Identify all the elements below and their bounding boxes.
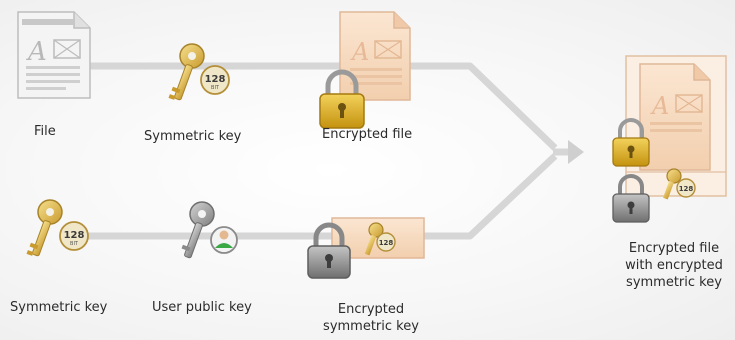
file-icon: A xyxy=(17,11,91,99)
label-result-line2: with encrypted xyxy=(625,258,723,273)
label-encrypted-symmetric-key-line2: symmetric key xyxy=(323,319,419,334)
gray-key-icon xyxy=(181,201,215,259)
svg-text:128: 128 xyxy=(205,74,226,85)
label-encrypted-file: Encrypted file xyxy=(322,127,413,142)
key-badge-bottom: 128 BIT xyxy=(59,221,89,251)
connector-lines xyxy=(70,62,584,240)
label-encrypted-symmetric-key: Encrypted symmetric key xyxy=(316,301,426,335)
encrypted-file-icon: A xyxy=(339,11,411,101)
arrow-icon xyxy=(568,140,584,164)
file-letter: A xyxy=(26,37,47,67)
svg-text:BIT: BIT xyxy=(70,241,79,247)
svg-text:128: 128 xyxy=(679,185,694,193)
svg-text:A: A xyxy=(650,92,669,120)
label-file: File xyxy=(34,124,56,139)
gold-key-icon-bottom xyxy=(26,199,63,257)
label-user-public-key: User public key xyxy=(152,300,252,315)
label-encrypted-symmetric-key-line1: Encrypted xyxy=(337,302,405,317)
gold-key-icon xyxy=(168,43,205,101)
svg-text:BIT: BIT xyxy=(211,85,220,91)
label-symmetric-key-top: Symmetric key xyxy=(144,129,242,144)
result-padlock-gray-icon xyxy=(612,174,650,223)
padlock-icon xyxy=(319,69,365,129)
label-symmetric-key-bottom: Symmetric key xyxy=(10,300,108,315)
user-icon xyxy=(210,226,238,254)
label-result: Encrypted file with encrypted symmetric … xyxy=(615,240,733,291)
encrypted-symmetric-key-icon: 128 xyxy=(331,217,425,259)
label-result-line1: Encrypted file xyxy=(628,241,720,256)
result-padlock-gold-icon xyxy=(612,118,650,167)
label-result-line3: symmetric key xyxy=(626,275,722,290)
result-file-icon: A 128 xyxy=(625,55,727,200)
key-badge-top: 128 BIT xyxy=(200,65,230,95)
padlock-icon-gray xyxy=(307,222,351,279)
svg-text:A: A xyxy=(350,38,369,66)
svg-text:128: 128 xyxy=(379,239,394,247)
svg-text:128: 128 xyxy=(64,230,85,241)
